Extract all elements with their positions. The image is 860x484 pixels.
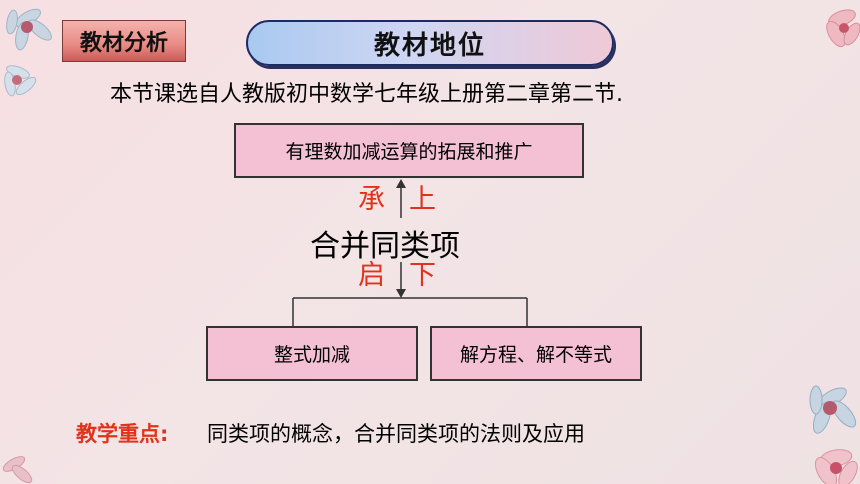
flower-decoration-bottom-left [2,456,33,484]
key-point-text: 同类项的概念，合并同类项的法则及应用 [207,422,585,446]
page-title: 教材地位 [246,20,614,66]
left-box: 整式加减 [206,326,418,381]
label-cheng: 承 [358,184,385,215]
flower-decoration-bottom-right [809,385,858,484]
label-xia: 下 [409,260,436,291]
key-point-label: 教学重点: [76,422,169,446]
flower-decoration-top-left [4,8,52,97]
section-tag: 教材分析 [62,20,186,62]
label-shang: 上 [409,184,436,215]
flower-decoration-top-right [826,9,860,48]
label-qi: 启 [358,260,385,291]
center-topic: 合并同类项 [310,229,460,264]
top-box: 有理数加减运算的拓展和推广 [234,123,584,178]
intro-text: 本节课选自人教版初中数学七年级上册第二章第二节. [110,82,623,107]
right-box: 解方程、解不等式 [430,326,642,381]
